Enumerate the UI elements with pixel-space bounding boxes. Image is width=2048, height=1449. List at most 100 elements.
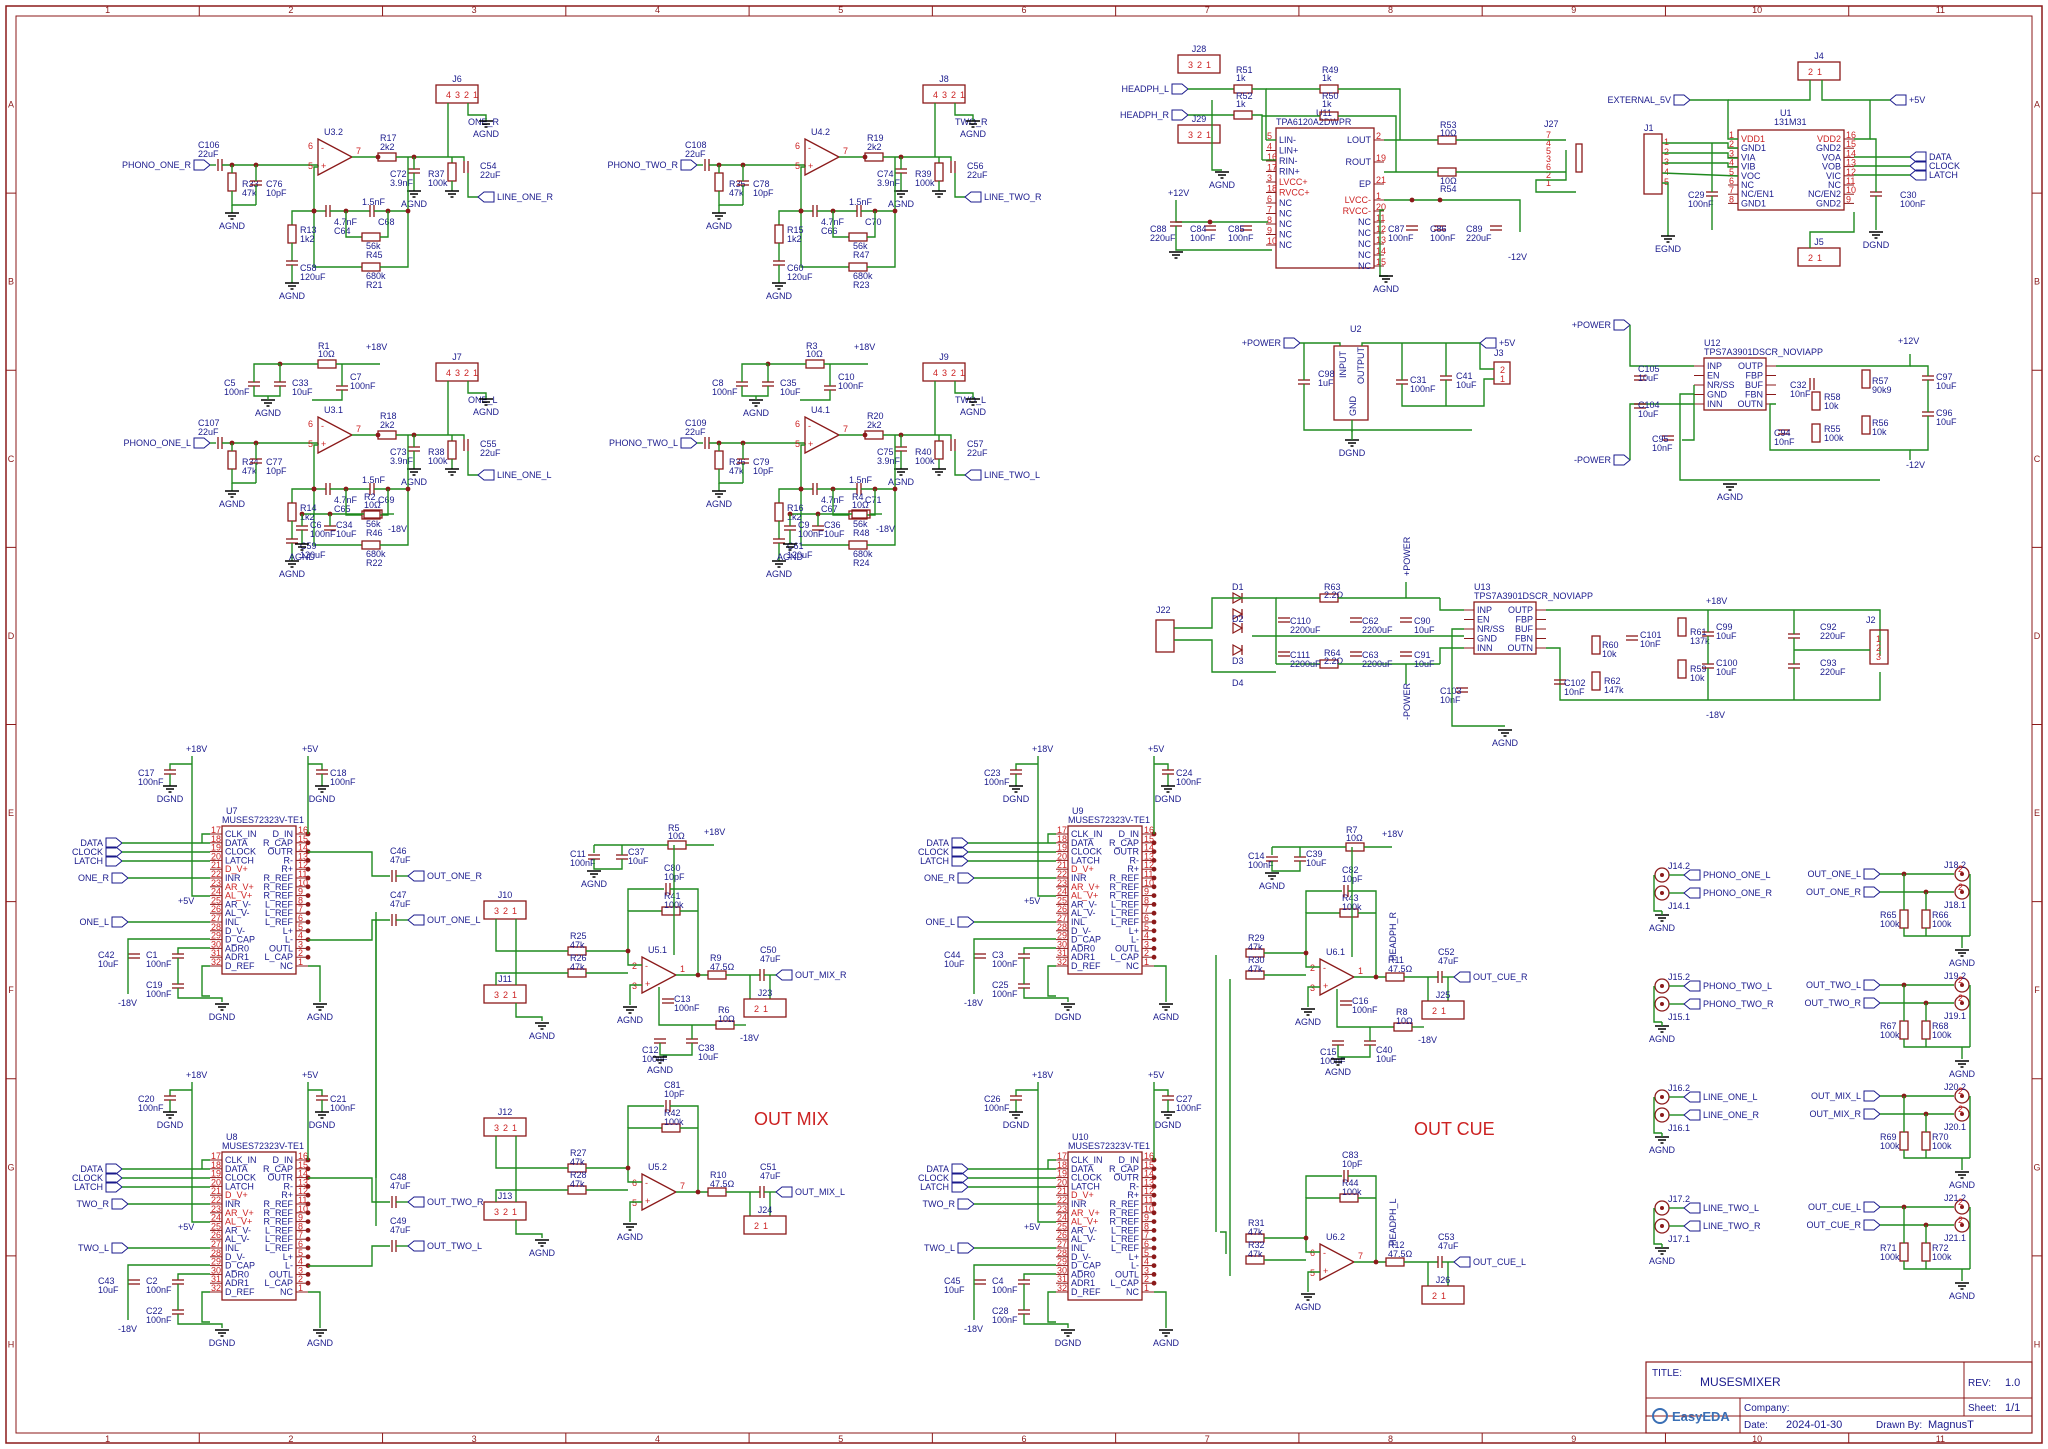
ic-pin-name: R+ — [281, 864, 293, 874]
wire — [1154, 763, 1169, 770]
wire — [1662, 162, 1738, 168]
capacitor-value: 100nF — [1320, 1056, 1346, 1066]
ic-pin-name: BUF — [1745, 380, 1764, 390]
resistor-designator: R13 — [300, 225, 317, 235]
resistor-designator: R62 — [1604, 676, 1621, 686]
ic-pin-name: NC — [1741, 180, 1754, 190]
ic-pin-number: 18 — [211, 1160, 221, 1170]
ground-icon — [1169, 251, 1183, 259]
resistor-value: 100k — [1880, 919, 1900, 929]
wire — [1175, 226, 1272, 251]
junction-dot — [305, 919, 311, 925]
grid-row-letter: D — [2034, 631, 2041, 641]
ic-pin-name: OUTR — [268, 847, 294, 857]
feedback-resistor — [1861, 415, 1871, 435]
wire — [1910, 365, 1929, 376]
capacitor-designator: C96 — [1936, 408, 1953, 418]
ground-net-label: AGND — [529, 1248, 556, 1258]
net-flag-icon — [1863, 1219, 1881, 1231]
grid-column-number: 6 — [1021, 5, 1026, 15]
output-resistor — [864, 152, 884, 162]
output-capacitor — [1922, 411, 1934, 417]
feedback-resistor — [1811, 423, 1821, 443]
rca-jack-icon — [1954, 1088, 1970, 1104]
input-jack-net-left: LINE_ONE_L — [1703, 1092, 1758, 1102]
wire — [1348, 1175, 1377, 1262]
decoupling-capacitor — [336, 385, 348, 391]
headphone-tap-net: HEADPH_L — [1388, 1198, 1398, 1246]
wire — [1154, 965, 1167, 1002]
ic-pin-number: 11 — [298, 869, 307, 879]
ic-pin-number: 27 — [211, 1239, 221, 1249]
capacitor-designator: C77 — [266, 457, 283, 467]
capacitor-designator: C75 — [877, 447, 894, 457]
data-net: DATA — [80, 838, 103, 848]
resistor-value: 680k — [366, 549, 386, 559]
resistor-designator: R30 — [1248, 955, 1265, 965]
wire — [1653, 986, 1662, 1023]
gain-capacitor — [773, 260, 785, 266]
decoupling-capacitor — [1340, 1000, 1352, 1006]
capacitor-value: 220uF — [1150, 233, 1176, 243]
clock-net: CLOCK — [1929, 161, 1960, 171]
connector-pin-number: 4 — [933, 368, 938, 378]
capacitor-value: 100nF — [224, 387, 250, 397]
ground-icon — [1379, 275, 1393, 283]
capacitor-value: 1.5nF — [362, 197, 386, 207]
ground-icon — [1869, 231, 1883, 239]
title-value: MUSESMIXER — [1700, 1375, 1781, 1389]
wire — [800, 444, 805, 489]
rca-jack-center-icon — [1660, 1002, 1664, 1006]
wire — [1903, 928, 1970, 937]
ground-net-label: AGND — [1153, 1338, 1180, 1348]
resistor-value: 47k — [729, 188, 744, 198]
ic-pin-number: 15 — [1376, 257, 1386, 267]
ic-part-number: TPS7A3901DSCR_NOVIAPP — [1704, 347, 1823, 357]
net-label: +5V — [178, 896, 194, 906]
ic-pin-number: 31 — [211, 948, 221, 958]
ground-icon — [1009, 1111, 1023, 1119]
connector-pin-number: 2 — [503, 990, 508, 1000]
ic-part-number: MUSES72323V-TE1 — [222, 815, 304, 825]
ic-pin-name: ADR0 — [1071, 943, 1095, 953]
net-flag-icon — [105, 1163, 123, 1175]
ic-pin-number: 7 — [1267, 205, 1272, 215]
net-flag-icon — [1863, 997, 1881, 1009]
capacitor-designator: C38 — [698, 1043, 715, 1053]
ic-pin-name: AR_V- — [225, 899, 251, 909]
capacitor-designator: C17 — [138, 768, 155, 778]
capacitor-value: 100nF — [570, 858, 596, 868]
wire — [627, 1105, 664, 1128]
capacitor-value: 10uF — [780, 387, 801, 397]
connector-designator: J19.1 — [1944, 1011, 1966, 1021]
ground-icon — [285, 282, 299, 290]
header-connector-icon — [435, 362, 479, 382]
resistor-value: 1k2 — [300, 234, 315, 244]
rca-jack-center-icon — [1960, 983, 1964, 987]
capacitor-value: 1.5nF — [849, 197, 873, 207]
bulk-capacitor — [1350, 651, 1362, 657]
connector-pin-number: 2 — [1958, 975, 1963, 985]
ground-net-label: AGND — [1295, 1302, 1322, 1312]
ic-pin-number: 14 — [1144, 1169, 1154, 1179]
resistor-designator: R60 — [1602, 640, 1619, 650]
wire — [467, 173, 478, 198]
wire — [1174, 639, 1276, 673]
volume-input-left-net: TWO_L — [78, 1243, 109, 1253]
resistor-designator: R25 — [570, 931, 587, 941]
capacitor-designator: C7 — [350, 372, 362, 382]
bulk-capacitor — [1278, 617, 1290, 623]
capacitor-value: 10uF — [1716, 667, 1737, 677]
ic-pin-number: 23 — [211, 878, 221, 888]
output-resistor — [1437, 167, 1457, 177]
wire — [1809, 212, 1855, 248]
net-flag-icon — [680, 437, 698, 449]
opamp-designator: U5.2 — [648, 1162, 667, 1172]
ic-pin-name: NC — [1358, 239, 1371, 249]
resistor-designator: R24 — [853, 558, 870, 568]
junction-dot — [1151, 1263, 1157, 1268]
volume-input-left-net: TWO_L — [924, 1243, 955, 1253]
net-flag-icon — [407, 870, 425, 882]
capacitor-value: 100nF — [992, 959, 1018, 969]
clock-net: CLOCK — [72, 1173, 103, 1183]
